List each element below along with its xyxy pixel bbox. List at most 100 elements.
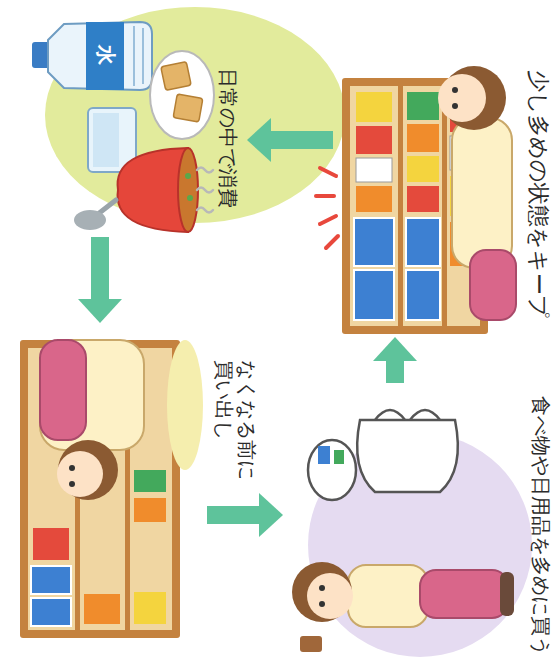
spoon <box>74 200 116 230</box>
scene-panel: 日常の中で消費 <box>30 5 245 235</box>
full-shelf <box>356 186 392 212</box>
soup-bowl <box>187 195 193 201</box>
water-bottle <box>48 22 152 90</box>
scene-caption: 少し多めの状態をキープ <box>526 70 551 318</box>
low-shelf <box>31 598 71 626</box>
water-bottle <box>32 22 152 90</box>
full-shelf <box>398 86 403 326</box>
sparkle <box>316 168 338 248</box>
woman-checking <box>69 481 75 487</box>
full-shelf <box>407 124 439 152</box>
arrow-shaft <box>386 359 404 383</box>
soup-bowl <box>118 148 198 232</box>
woman-keeping <box>470 250 516 320</box>
low-shelf <box>33 528 69 560</box>
cracker-plate <box>150 51 214 139</box>
cracker-plate <box>150 51 214 139</box>
woman-keeping <box>452 87 458 93</box>
cycle-arrow <box>373 337 417 383</box>
woman-keeping <box>452 103 458 109</box>
water-bottle <box>142 28 144 84</box>
cycle-arrow <box>207 493 283 537</box>
shopping-bag <box>308 440 356 500</box>
woman-checking <box>167 340 203 470</box>
steam <box>197 208 213 213</box>
caption-box: なくなる前に 買い出し <box>212 360 258 492</box>
woman-checking <box>69 465 75 471</box>
shopping-bag <box>334 450 344 464</box>
woman-checking <box>40 340 144 450</box>
woman-shopping <box>292 562 514 652</box>
spoon <box>98 200 116 214</box>
arrow-head <box>247 118 271 162</box>
cracker-plate <box>161 62 191 91</box>
low-shelf <box>20 340 180 638</box>
arrow-head <box>259 493 283 537</box>
shopping-bag <box>318 446 330 464</box>
full-shelf <box>407 92 439 120</box>
sparkle <box>316 194 334 198</box>
full-shelf <box>407 186 439 212</box>
full-shelf <box>442 86 447 326</box>
cycle-arrow <box>78 237 122 323</box>
water-bottle <box>86 22 124 90</box>
woman-shopping <box>292 562 352 622</box>
bottle-label: 水 <box>94 45 117 65</box>
sparkle <box>326 236 338 248</box>
shopping-bag <box>308 410 458 500</box>
scene-panel: 食べ物や日用品を多めに買う <box>285 385 553 662</box>
sparkle <box>320 216 336 224</box>
arrow-shaft <box>91 237 109 301</box>
low-shelf <box>134 470 166 492</box>
full-shelf <box>354 218 394 266</box>
woman-checking <box>40 340 86 440</box>
low-shelf <box>31 566 71 594</box>
caption-box: 日常の中で消費 <box>216 68 239 208</box>
glass <box>93 113 119 167</box>
woman-keeping <box>438 66 516 320</box>
woman-shopping <box>319 585 325 591</box>
spoon <box>74 210 106 230</box>
low-shelf <box>20 340 180 638</box>
full-shelf <box>356 126 392 154</box>
soup-bowl <box>185 173 191 179</box>
woman-shopping <box>500 572 514 616</box>
scene-panel: 少し多めの状態をキープ <box>335 40 553 335</box>
woman-shopping <box>348 565 428 627</box>
shopping-bag <box>357 420 458 492</box>
woman-shopping <box>319 601 325 607</box>
woman-checking <box>57 451 103 497</box>
arrow-head <box>373 337 417 361</box>
low-shelf <box>134 592 166 624</box>
low-shelf <box>84 594 120 624</box>
full-shelf <box>356 92 392 122</box>
full-shelf <box>356 158 392 182</box>
soup-bowl <box>178 148 198 232</box>
steam <box>197 168 213 213</box>
full-shelf <box>407 156 439 182</box>
shopping-bag <box>410 410 440 420</box>
woman-shopping <box>420 570 508 618</box>
woman-shopping <box>300 636 322 652</box>
arrow-shaft <box>269 131 333 149</box>
full-shelf <box>406 270 440 320</box>
arrow-head <box>78 299 122 323</box>
woman-shopping <box>307 573 353 619</box>
low-shelf <box>134 498 166 522</box>
scene-caption: なくなる前に 買い出し <box>212 360 258 492</box>
woman-checking <box>58 440 118 500</box>
shopping-bag <box>375 410 405 420</box>
scene-panel: なくなる前に 買い出し <box>5 325 205 660</box>
water-bottle <box>133 26 135 86</box>
sparkle <box>320 168 336 176</box>
steam <box>197 188 213 193</box>
full-shelf <box>406 218 440 266</box>
arrow-shaft <box>207 506 261 524</box>
caption-box: 食べ物や日用品を多めに買う <box>529 396 552 656</box>
scene-caption: 日常の中で消費 <box>216 68 239 208</box>
full-shelf <box>354 270 394 320</box>
